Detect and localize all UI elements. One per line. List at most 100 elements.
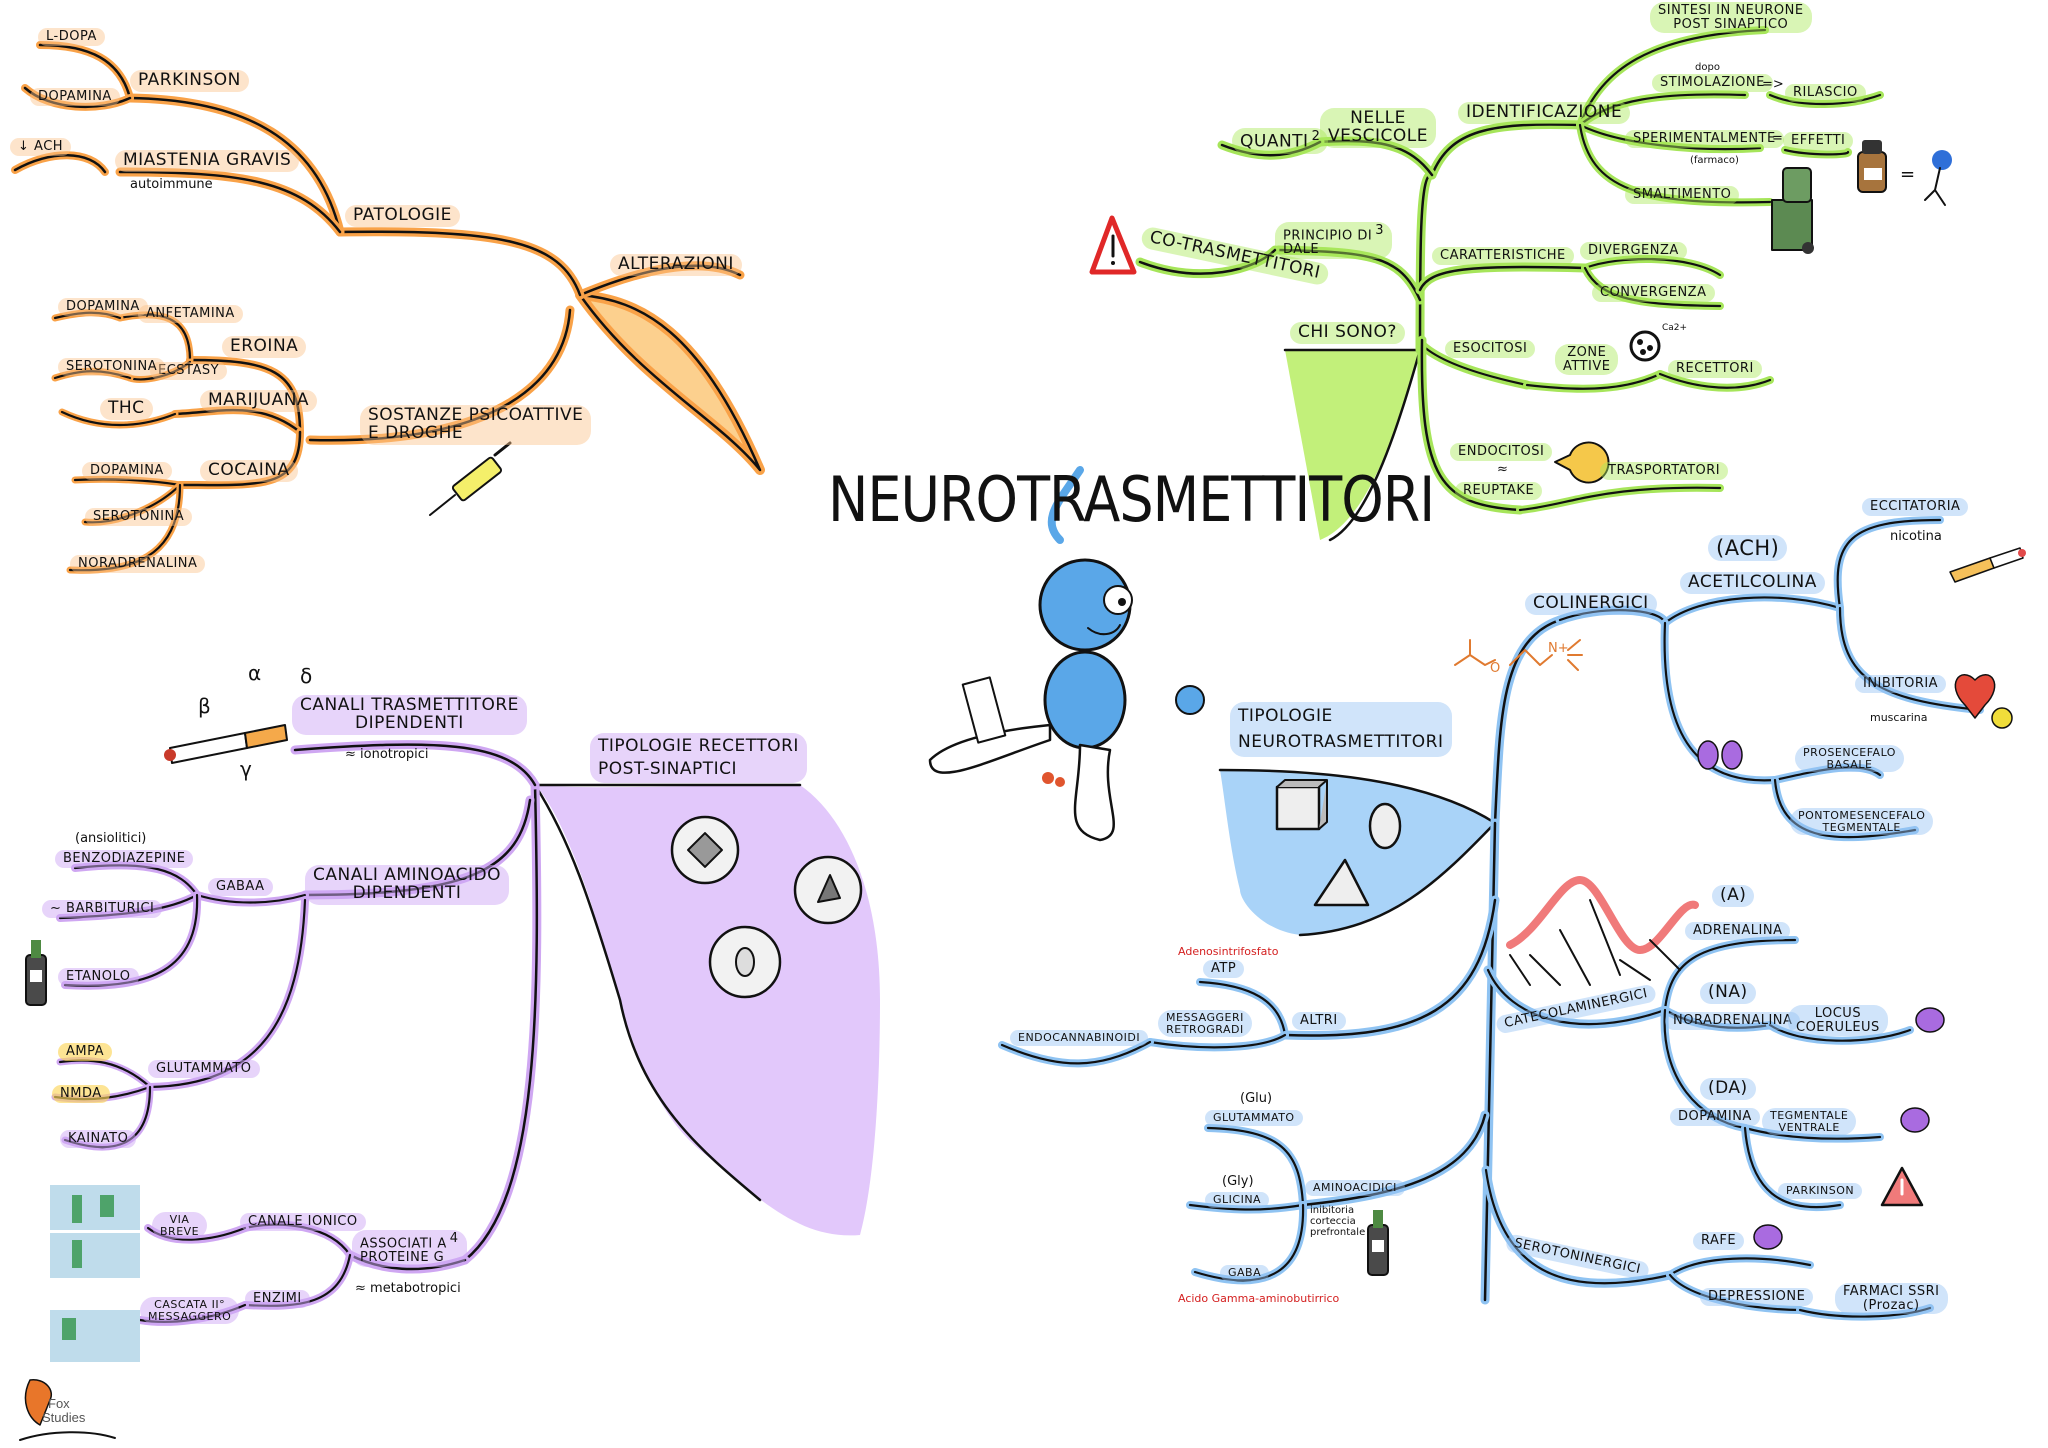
warning-icon (1089, 215, 1137, 275)
node-zone-attive: ZONE ATTIVE (1555, 344, 1619, 376)
roller-coaster-icon (1506, 876, 1699, 986)
node-effetti: EFFETTI (1783, 132, 1854, 150)
sintesi-line1: SINTESI IN NEURONE (1658, 3, 1804, 18)
node-glutammato-blue: GLUTAMMATO (1205, 1110, 1303, 1126)
associati-line2: PROTEINE G (360, 1249, 445, 1265)
note-ionotropici: ≈ ionotropici (345, 747, 429, 762)
note-inibitoria-corteccia: inibitoria corteccia prefrontale (1310, 1205, 1365, 1238)
note-farmaco: (farmaco) (1690, 155, 1739, 166)
trash-bin-icon (1771, 167, 1814, 254)
membrane-diagram-thumbnail (50, 1185, 140, 1362)
vescicole-line1: NELLE (1350, 108, 1406, 128)
node-canali-trasmettitore: CANALI TRASMETTITORE DIPENDENTI (292, 695, 527, 735)
node-acetilcolina: ACETILCOLINA (1680, 572, 1825, 594)
note-glu: (Glu) (1240, 1091, 1273, 1106)
inibitoria-line1: inibitoria (1310, 1205, 1355, 1216)
principio-line1: PRINCIPIO DI (1283, 228, 1373, 244)
via-line2: BREVE (160, 1224, 200, 1238)
warning-icon-parkinson (1880, 1166, 1924, 1207)
node-stimolazione: STIMOLAZIONE (1652, 74, 1773, 92)
quanti-text: QUANTI (1240, 131, 1309, 152)
tipologie-line1: TIPOLOGIE (1238, 706, 1333, 726)
green-branches (1135, 26, 1884, 542)
equals-sign-2: = (1900, 164, 1916, 185)
subunit-gamma: γ (240, 757, 252, 781)
brain-icon (1697, 740, 1945, 1250)
messaggeri-line2: RETROGRADI (1166, 1022, 1244, 1036)
node-rafe: RAFE (1693, 1232, 1745, 1250)
tipologie-line2: NEUROTRASMETTITORI (1238, 731, 1444, 752)
pacman-icon (1554, 441, 1610, 484)
recettori-blob (535, 785, 880, 1236)
node-sperimentalmente: SPERIMENTALMENTE (1625, 130, 1784, 148)
principio-line2: DALE (1283, 241, 1320, 257)
node-prosencefalo-basale: PROSENCEFALO BASALE (1795, 745, 1904, 773)
node-identificazione: IDENTIFICAZIONE (1458, 102, 1631, 124)
node-divergenza: DIVERGENZA (1580, 242, 1687, 260)
heart-icon (1954, 674, 2013, 729)
node-locus-coeruleus: LOCUS COERULEUS (1788, 1005, 1888, 1037)
locus-line2: COERULEUS (1796, 1019, 1880, 1035)
running-figure-icon (1924, 150, 1952, 206)
canali-tras-line2: DIPENDENTI (355, 712, 464, 733)
wine-bottle-icon (25, 940, 47, 1006)
node-l-dopa: L-DOPA (38, 28, 105, 46)
medicine-bottle-icon (1857, 140, 1887, 193)
acetylcholine-molecule-icon (1454, 639, 1583, 671)
cascata-line2: MESSAGGERO (148, 1309, 232, 1323)
note-gly: (Gly) (1222, 1174, 1254, 1189)
node-reuptake: REUPTAKE (1455, 482, 1543, 500)
cube-shape-icon (1275, 779, 1328, 831)
fox-logo-icon (19, 1379, 116, 1441)
node-parkinson: PARKINSON (130, 70, 249, 92)
sostanze-line2: E DROGHE (368, 422, 464, 443)
node-via-breve: VIA BREVE (152, 1212, 208, 1240)
note-acido-gamma: Acido Gamma-aminobutirrico (1178, 1292, 1340, 1305)
node-barbiturici: ~ BARBITURICI (42, 900, 163, 918)
canali-amino-line1: CANALI AMINOACIDO (313, 865, 502, 885)
node-ach: ↓ ACh (10, 138, 72, 156)
wine-bottle-icon-2 (1367, 1210, 1389, 1276)
vescicole-line2: VESCICOLE (1328, 125, 1429, 146)
sintesi-line2: POST SINAPTICO (1673, 16, 1789, 32)
note-metabotropici: ≈ metabotropici (355, 1281, 461, 1296)
tipologie-blob (1220, 770, 1495, 935)
subunit-alpha: α (248, 661, 262, 685)
receptor-square-icon (670, 815, 740, 885)
sostanze-line1: SOSTANZE PSICOATTIVE (368, 405, 584, 425)
footnote-4: 4 (449, 1231, 459, 1246)
node-patologie: PATOLOGIE (345, 205, 460, 227)
logo-line2: Studies (42, 1410, 86, 1425)
note-dopo: dopo (1695, 62, 1720, 73)
canali-amino-line2: DIPENDENTI (352, 882, 462, 903)
locus-line1: LOCUS (1814, 1006, 1862, 1021)
associati-line1: ASSOCIATI A (360, 1236, 447, 1252)
node-cocaina: COCAINA (200, 460, 298, 482)
node-da-abbr: (DA) (1700, 1078, 1756, 1100)
node-a-abbr: (A) (1712, 885, 1755, 907)
chi-sono-blob (1285, 350, 1420, 540)
node-thc: THC (100, 398, 153, 420)
node-enzimi: ENZIMI (245, 1290, 310, 1308)
node-dopamina-eroina: DOPAMINA (58, 298, 148, 316)
node-ach-abbr: (ACh) (1708, 535, 1788, 562)
node-caratteristiche: CARATTERISTICHE (1432, 247, 1574, 265)
equals-sign: = (1772, 131, 1783, 146)
cigarette-icon (164, 724, 288, 764)
tegmentale-line2: VENTRALE (1778, 1120, 1840, 1134)
subunit-beta: β (198, 694, 211, 718)
node-alterazioni: ALTERAZIONI (610, 254, 742, 276)
syringe-icon (429, 441, 512, 516)
note-muscarina: muscarina (1870, 711, 1928, 724)
canali-tras-line1: CANALI TRASMETTITORE (300, 695, 519, 715)
node-kainato: KAINATO (60, 1130, 137, 1148)
arrow-implies: => (1762, 77, 1784, 92)
note-calcium: Ca2+ (1662, 323, 1688, 333)
node-nmda: NMDA (52, 1085, 110, 1103)
node-nelle-vescicole: NELLE VESCICOLE (1320, 108, 1437, 148)
receptor-ellipse-icon (708, 925, 782, 999)
node-recettori: RECETTORI (1668, 360, 1762, 378)
alterazioni-blob (575, 290, 765, 475)
subunit-delta: δ (300, 664, 313, 688)
